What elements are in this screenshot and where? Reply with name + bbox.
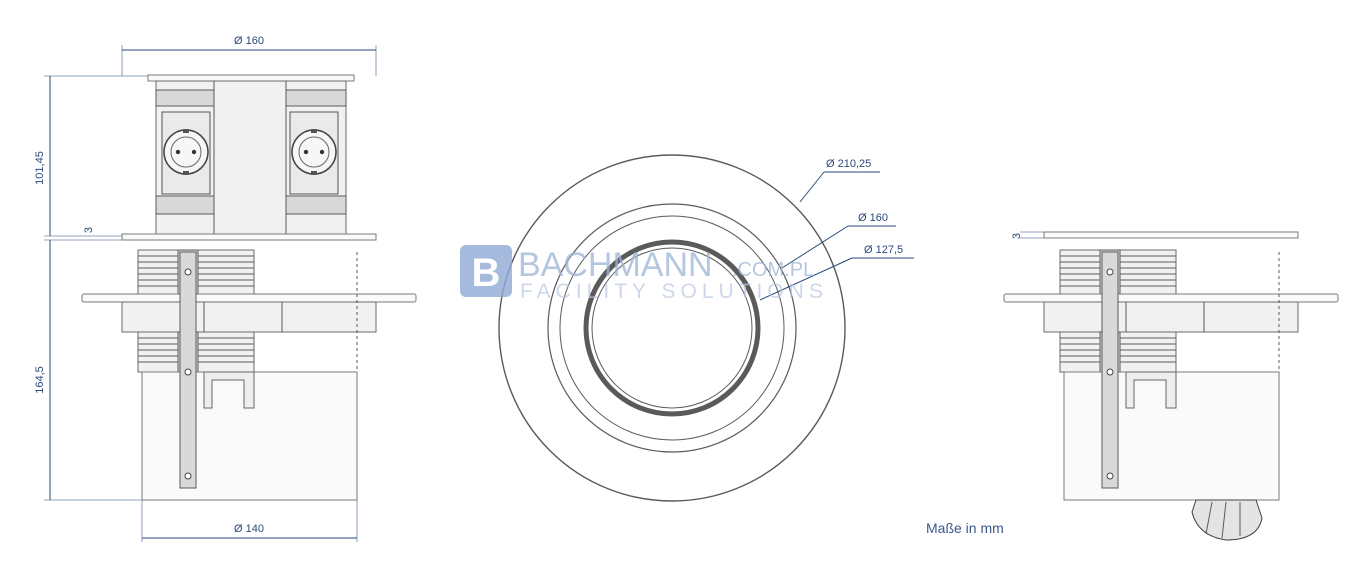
outer-diameter-label: Ø 210,25 [826,158,871,170]
right-side-view: 3 [1003,231,1339,541]
top-width-label: Ø 160 [234,35,264,47]
dimension-flange-thickness: 3 [44,227,122,241]
middle-ring [547,203,797,453]
bottom-width-label: Ø 140 [234,523,264,535]
socket-frame-left-top [155,89,215,107]
right-top-flange [1043,231,1299,239]
clamp-ring [121,301,377,333]
socket-frame-left-bottom [155,195,215,215]
units-note: Maße in mm [926,520,1004,536]
dimension-right-flange: 3 [1011,231,1044,239]
dimension-inner-diameter: Ø 127,5 [759,244,914,301]
logo-badge [460,245,512,297]
right-flange-thickness-label: 3 [1011,233,1023,239]
watermark-domain: .COM.PL [732,259,814,281]
inner-diameter-label: Ø 127,5 [864,244,903,256]
dimension-outer-diameter: Ø 210,25 [799,158,880,203]
schuko-socket-icon [161,111,211,195]
outer-ring [498,154,846,502]
dimension-top-width: Ø 160 [121,35,377,76]
right-desk-plate [1003,293,1339,303]
schuko-socket-icon [289,111,339,195]
upper-height-label: 101,45 [34,151,46,185]
dimension-middle-diameter: Ø 160 [781,212,896,269]
dimension-lower-height: 164,5 [34,240,142,501]
watermark-tagline: FACILITY SOLUTIONS [520,280,828,303]
logo-letter: B [472,251,501,295]
flange-thickness-label: 3 [83,227,95,233]
socket-frame-right-bottom [285,195,347,215]
socket-frame-right-top [285,89,347,107]
lid-top [147,74,355,82]
dimension-bottom-width: Ø 140 [141,500,358,542]
center-top-view: Ø 210,25 Ø 160 Ø 127,5 [498,154,914,502]
inner-ring [583,239,761,417]
inner-ring-edge [591,247,753,409]
dimension-upper-height: 101,45 [34,75,152,236]
middle-diameter-label: Ø 160 [858,212,888,224]
cable-plug [1191,499,1263,541]
desk-plate [81,293,417,303]
top-flange [121,233,377,241]
left-side-view: Ø 160 101,45 3 164,5 Ø 140 [34,35,417,542]
right-clamp-ring [1043,301,1299,333]
lower-height-label: 164,5 [34,366,46,394]
watermark-name: BACHMANN [518,246,713,284]
middle-ring-inner [559,215,785,441]
bachmann-watermark: B BACHMANN .COM.PL FACILITY SOLUTIONS [460,245,828,303]
